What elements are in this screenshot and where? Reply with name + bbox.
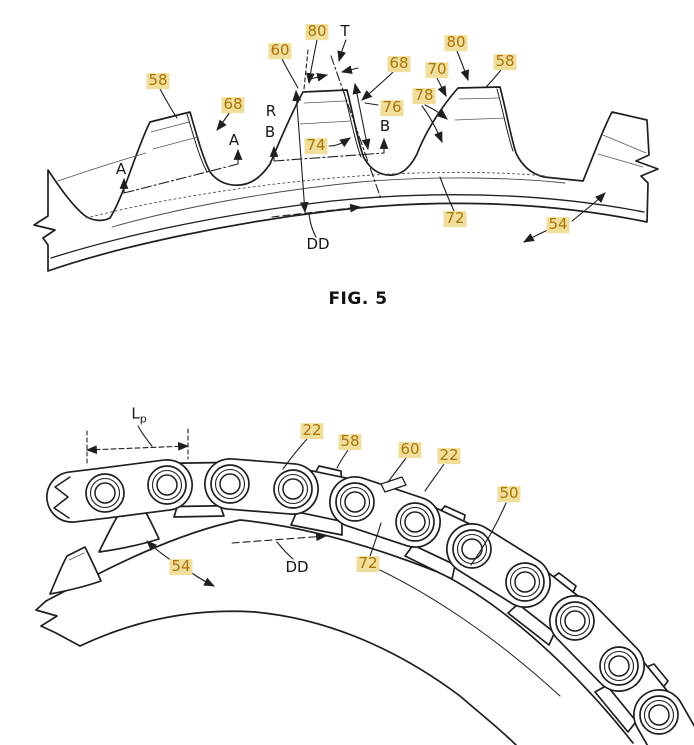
ref-label-top-58-16: 58: [493, 54, 516, 70]
ref-label-top-80-15: 80: [444, 35, 467, 51]
ref-label-top-R-7: R: [266, 104, 276, 120]
pitch-dimension: [87, 426, 188, 463]
ref-label-top-DD-19: DD: [306, 237, 329, 253]
ref-label-top-76-11: 76: [380, 100, 403, 116]
sprocket-teeth-outline: [34, 87, 658, 271]
ref-label-top-78-13: 78: [412, 88, 435, 104]
fig5-sprocket-drawing: [34, 40, 658, 271]
sprocket-tooth: [50, 547, 101, 594]
ref-label-top-72-17: 72: [443, 211, 466, 227]
ref-label-top-68-1: 68: [221, 97, 244, 113]
chain-outer-plates: [72, 484, 686, 745]
ref-label-top-A-2: A: [116, 162, 126, 178]
ref-label-top-74-10: 74: [304, 138, 327, 154]
ref-label-top-A-3: A: [229, 133, 239, 149]
ref-label-bottom-60-3: 60: [398, 442, 421, 458]
ref-label-top-T-6: T: [340, 24, 349, 40]
ref-label-bottom-72-7: 72: [356, 556, 379, 572]
ring-break-zigzag: [36, 601, 80, 646]
ref-label-top-70-14: 70: [425, 62, 448, 78]
ref-label-bottom-Lp-0: Lp: [131, 407, 146, 426]
fig5-caption: FIG. 5: [328, 289, 387, 309]
ref-label-top-68-12: 68: [387, 56, 410, 72]
ref-label-bottom-58-2: 58: [338, 434, 361, 450]
ref-label-bottom-50-5: 50: [497, 486, 520, 502]
ring-inner-arc: [80, 611, 516, 745]
ref-label-top-80-5: 80: [305, 24, 328, 40]
ref-label-top-B-8: B: [265, 125, 275, 141]
tooth-tip-tab: [381, 477, 406, 492]
ref-label-top-54-18: 54: [546, 217, 569, 233]
ref-label-top-60-4: 60: [268, 43, 291, 59]
dd-direction-arrow: [232, 536, 326, 543]
ref-label-bottom-54-6: 54: [169, 559, 192, 575]
ref-label-top-B-9: B: [380, 119, 390, 135]
ref-label-bottom-22-1: 22: [300, 423, 323, 439]
ref-label-bottom-22-4: 22: [437, 448, 460, 464]
ref-label-top-58-0: 58: [146, 73, 169, 89]
chain-on-sprocket-drawing: [36, 426, 686, 745]
ref-label-bottom-DD-8: DD: [285, 560, 308, 576]
t-angle-arrow: [310, 75, 327, 79]
tilt-ref-dashed: [304, 50, 308, 89]
t-angle-arrow: [342, 68, 358, 72]
